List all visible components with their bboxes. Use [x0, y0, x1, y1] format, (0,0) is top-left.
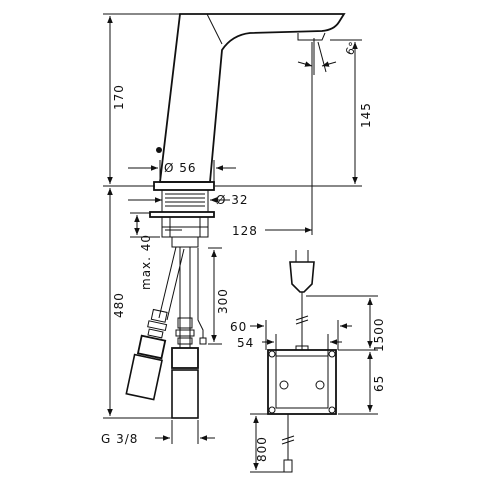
- spout-angle-marker: 6°: [297, 38, 360, 75]
- dim-1500: 1500: [306, 295, 386, 352]
- dim-diameter-32-label: Ø 32: [216, 193, 249, 207]
- dim-145: 145: [215, 39, 373, 187]
- dim-480: 480: [103, 188, 172, 419]
- dim-145-label: 145: [359, 102, 373, 128]
- dim-300-label: 300: [216, 288, 230, 314]
- dim-1500-label: 1500: [372, 317, 386, 352]
- control-box: [267, 345, 337, 473]
- dim-diameter-56-label: Ø 56: [164, 161, 197, 175]
- dim-800-label: 800: [255, 436, 269, 462]
- dim-800: 800: [250, 413, 286, 473]
- dim-60-label: 60: [230, 320, 247, 334]
- spout-angle-label: 6°: [343, 40, 360, 58]
- dim-170: 170: [103, 13, 180, 187]
- dim-diameter-56: Ø 56: [128, 160, 236, 182]
- dim-128: 128: [165, 42, 313, 238]
- dim-65: 65: [338, 352, 386, 415]
- dim-diameter-32: Ø 32: [128, 193, 249, 207]
- dim-thread-g38-label: G 3/8: [101, 432, 138, 446]
- dim-480-label: 480: [112, 292, 126, 318]
- dim-max40-label: max. 40: [139, 234, 153, 290]
- dim-170-label: 170: [112, 84, 126, 110]
- power-plug: [289, 250, 315, 350]
- dim-60-54: 60 54: [230, 320, 352, 356]
- dim-65-label: 65: [372, 375, 386, 392]
- dim-thread-g38: G 3/8: [101, 420, 215, 446]
- faucet-body: [156, 13, 346, 183]
- dim-max40: max. 40: [130, 212, 160, 290]
- dim-128-label: 128: [232, 224, 258, 238]
- dim-54-label: 54: [237, 336, 254, 350]
- supply-hoses: [125, 246, 207, 419]
- dim-300: 300: [208, 247, 230, 345]
